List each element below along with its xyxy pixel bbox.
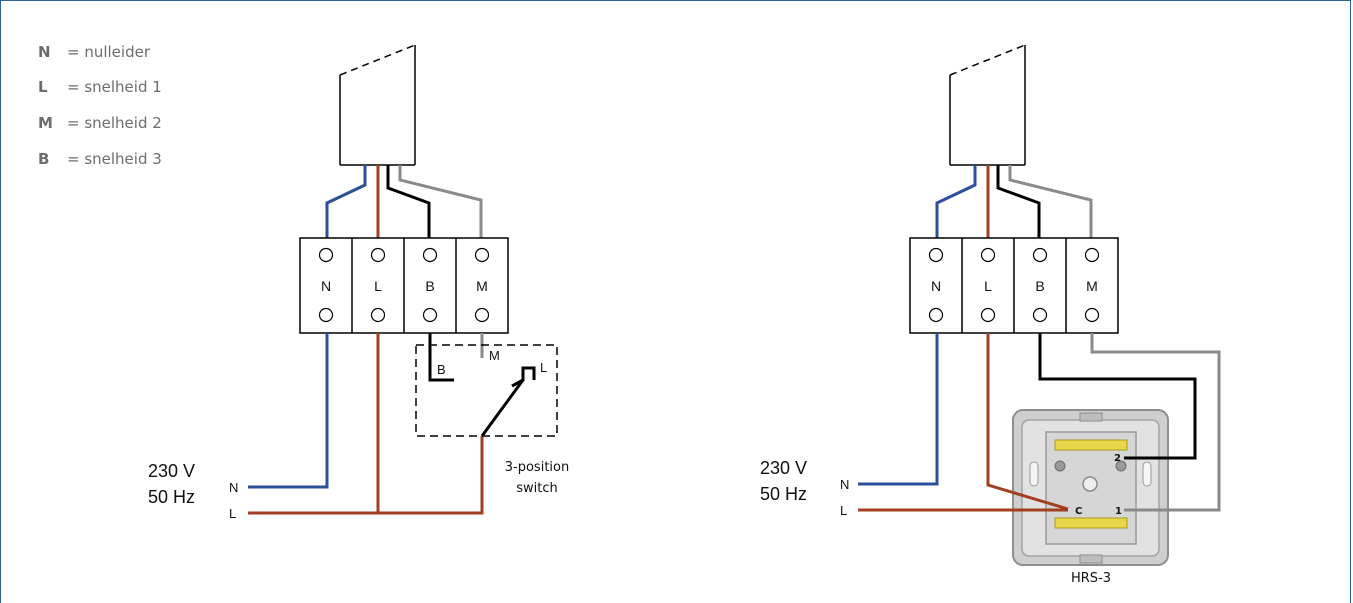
right-wire-speed2-bottom [1090,333,1221,512]
left-terminal-label-n: N [321,278,331,294]
right-diagram: N L B M C 1 2 HRS-3 [760,44,1221,586]
legend-value-b: = snelheid 3 [67,150,162,168]
device-terminal-2: 2 [1114,453,1121,464]
left-wire-neutral-bottom [248,333,329,489]
legend-value-m: = snelheid 2 [67,114,162,132]
left-mains-frequency: 50 Hz [148,487,195,507]
legend-key-n: N [38,43,51,61]
left-wire-speed3-top [386,165,431,240]
right-fan-unit [949,44,1026,166]
legend-key-m: M [38,114,53,132]
hrs3-switch-device: C 1 2 [1012,409,1169,566]
right-wire-neutral-top [935,165,977,240]
right-wire-neutral-bottom [858,333,939,486]
legend: N = nulleider L = snelheid 1 M = snelhei… [38,43,162,168]
right-terminal-label-n: N [931,278,941,294]
left-terminal-block: N L B M [299,237,509,334]
right-mains-frequency: 50 Hz [760,484,807,504]
left-wire-line [248,436,484,515]
right-wire-speed1-bottom [986,333,1069,511]
left-three-position-switch: B M L [415,344,558,437]
legend-value-n: = nulleider [67,43,151,61]
right-terminal-label-m: M [1086,278,1098,294]
right-mains-voltage: 230 V [760,458,807,478]
switch-contact-l: L [540,360,547,375]
left-fan-unit [339,44,416,166]
right-terminal-label-l: L [984,278,992,294]
switch-caption-line2: switch [516,481,558,496]
left-line-n: N [229,480,238,495]
device-terminal-1: 1 [1115,506,1122,517]
switch-contact-m: M [489,348,500,363]
legend-value-l: = snelheid 1 [67,78,162,96]
right-line-n: N [840,477,849,492]
left-wire-speed3-bottom [428,333,454,382]
right-wire-speed2-top [1008,165,1093,240]
right-line-l: L [840,503,847,518]
right-wire-speed3-bottom [1038,333,1197,460]
right-terminal-label-b: B [1035,278,1044,294]
left-wire-neutral-top [325,165,367,240]
device-caption: HRS-3 [1071,571,1111,586]
switch-contact-b: B [437,362,446,377]
left-terminal-label-b: B [425,278,434,294]
legend-key-b: B [38,150,49,168]
left-mains-voltage: 230 V [148,461,195,481]
right-wire-speed3-top [996,165,1041,240]
left-wire-speed2-top [398,165,483,240]
legend-key-l: L [38,78,48,96]
left-terminal-label-l: L [374,278,382,294]
right-terminal-block: N L B M [909,237,1119,334]
switch-caption-line1: 3-position [505,460,569,475]
left-line-l: L [229,506,236,521]
left-terminal-label-m: M [476,278,488,294]
device-terminal-c: C [1075,506,1082,517]
left-diagram: N L B M B M L 3-position switch 230 V 50… [148,44,569,521]
